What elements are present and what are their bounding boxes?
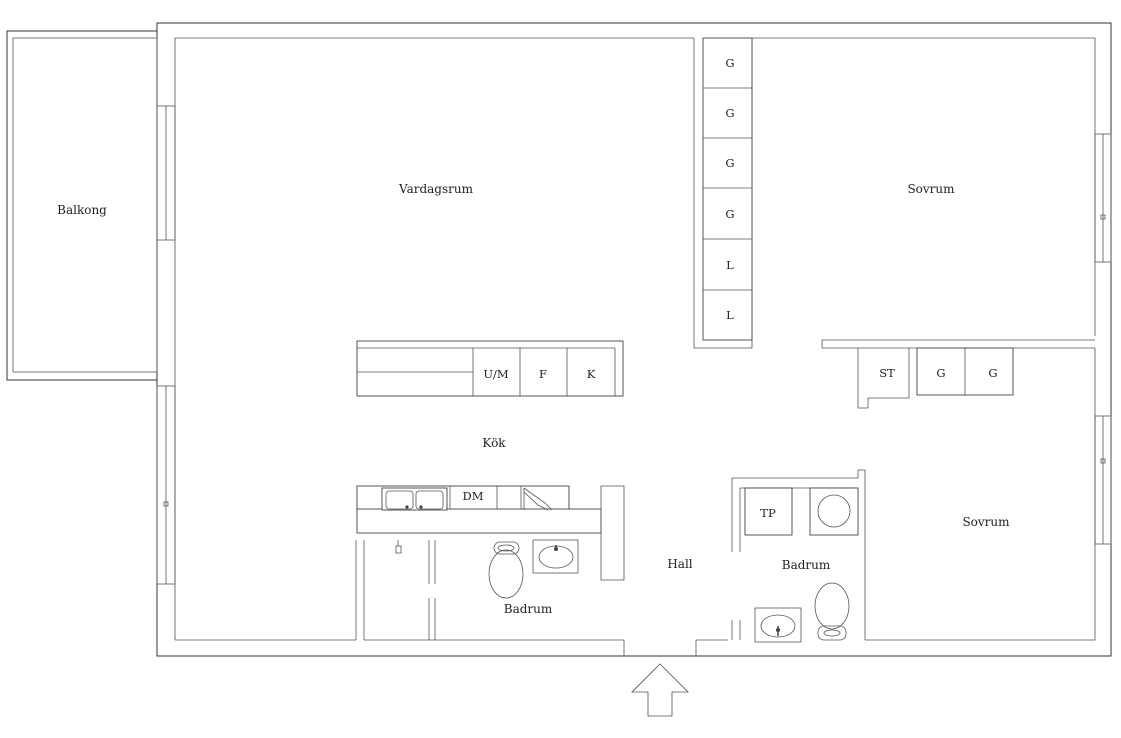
appliance-label-f: F (539, 367, 547, 381)
washing-machine-icon (809, 487, 859, 536)
outer-walls (156, 22, 1112, 657)
room-label-vardagsrum: Vardagsrum (398, 182, 474, 196)
room-label-badrum-1: Badrum (504, 602, 553, 616)
room-label-balkong: Balkong (57, 203, 107, 217)
wardrobe-label-g4: G (725, 207, 734, 221)
wardrobe-column (702, 37, 753, 341)
hob-icon (523, 487, 553, 511)
dryer-box (744, 487, 793, 536)
room-label-sovrum-2: Sovrum (962, 515, 1010, 529)
room-label-badrum-2: Badrum (782, 558, 831, 572)
windows (156, 105, 1112, 585)
toilet-icon-2 (814, 582, 850, 641)
wardrobe-label-g1: G (725, 56, 734, 70)
room-label-kok: Kök (482, 436, 506, 450)
wardrobe-label-g6: G (988, 366, 997, 380)
storage-cabinets (857, 347, 1014, 409)
kitchen-sink-icon (381, 487, 448, 511)
washbasin-icon (532, 539, 579, 574)
appliance-label-k: K (587, 367, 596, 381)
room-label-sovrum-1: Sovrum (907, 182, 955, 196)
room-label-hall: Hall (667, 557, 692, 571)
balcony (6, 30, 158, 381)
shower-tap-icon (395, 540, 402, 554)
toilet-icon (488, 541, 524, 599)
linen-label-l1: L (726, 258, 734, 272)
linen-label-l2: L (726, 308, 734, 322)
kitchen-cabinets-top (356, 340, 624, 397)
appliance-label-um: U/M (483, 367, 509, 381)
arrow-up-icon (631, 663, 689, 717)
wardrobe-label-g2: G (725, 106, 734, 120)
wardrobe-label-g5: G (936, 366, 945, 380)
appliance-label-dm: DM (463, 489, 484, 503)
washbasin-icon-2 (754, 607, 802, 643)
wardrobe-label-g3: G (725, 156, 734, 170)
appliance-label-tp: TP (760, 506, 776, 520)
storage-label-st: ST (879, 366, 895, 380)
